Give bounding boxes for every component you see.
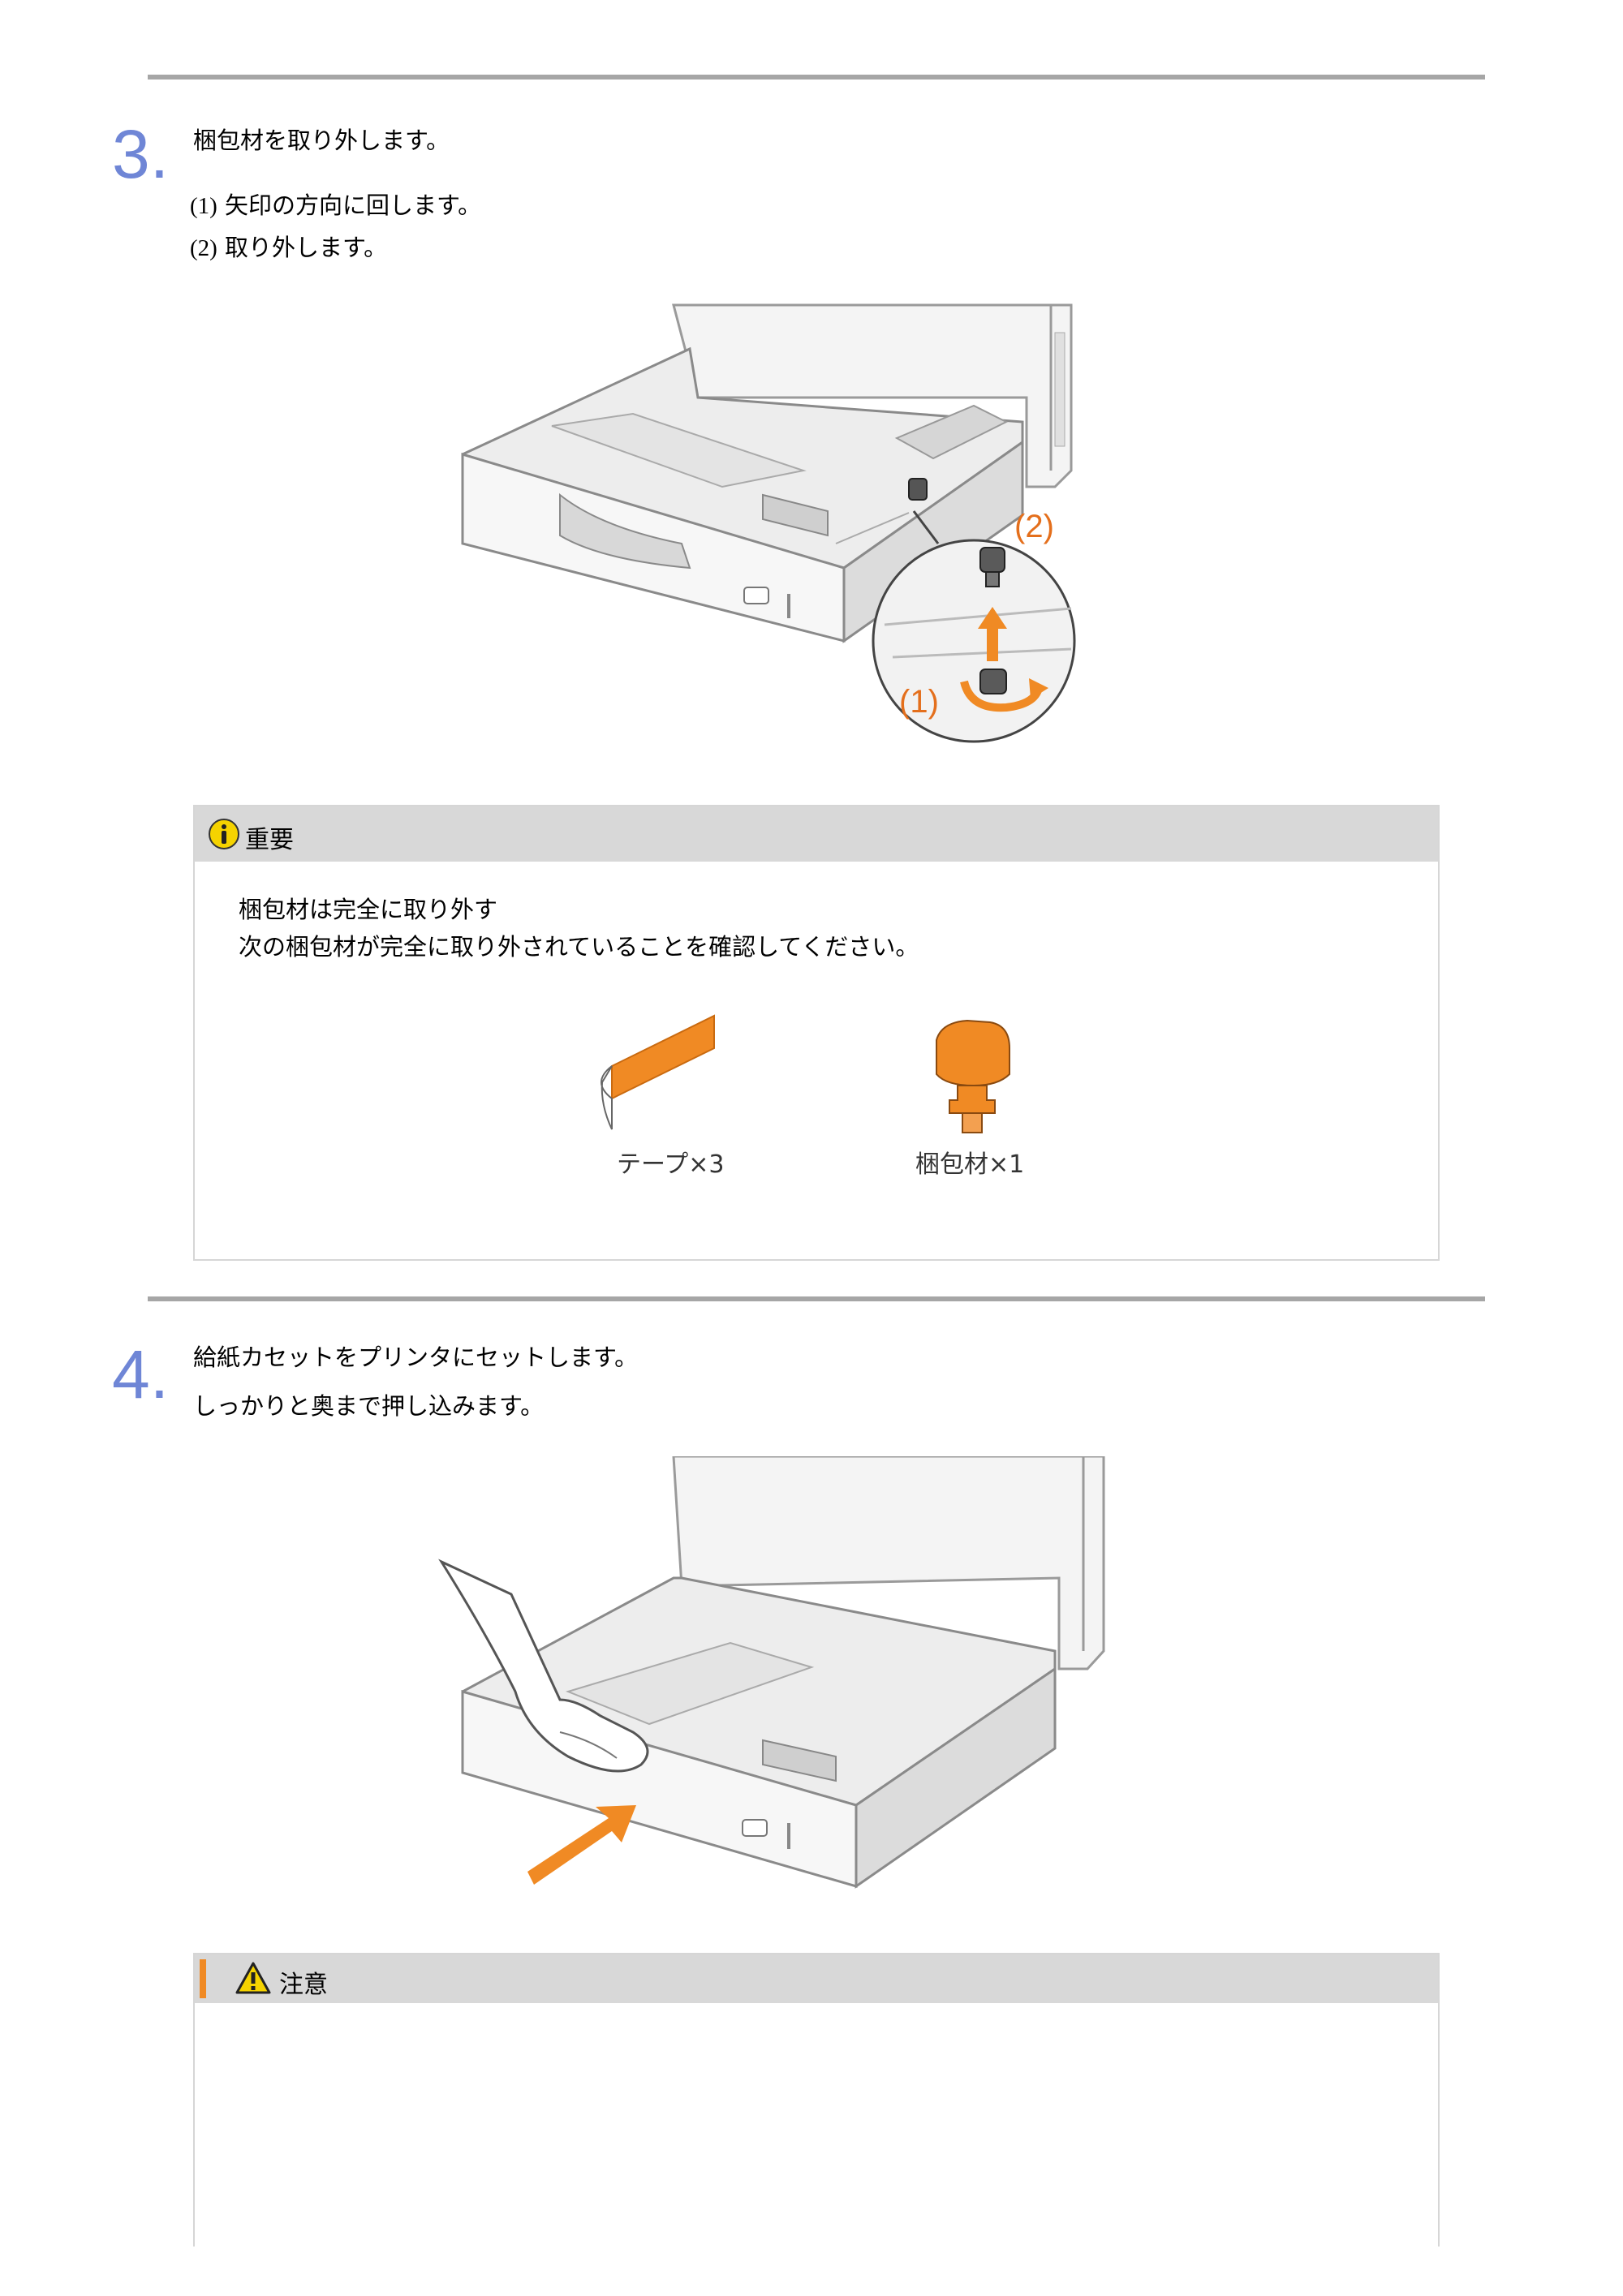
step-number: 3. [112, 116, 170, 192]
important-header: 重要 [195, 806, 1438, 862]
callout-2: (2) [1014, 509, 1054, 544]
caution-notice: 注意 [193, 1953, 1440, 2247]
caution-label: 注意 [279, 1971, 328, 1999]
step-title: 給紙カセットをプリンタにセットします。 [193, 1344, 639, 1371]
caution-accent-bar [200, 1959, 206, 1998]
substep-number: (1) [190, 193, 217, 219]
section-divider [148, 75, 1485, 80]
tape-caption: テープ×3 [617, 1150, 725, 1179]
important-heading: 梱包材は完全に取り外す [239, 896, 498, 923]
cassette-packing-figure: (2) (1) [461, 303, 1076, 743]
important-notice: 重要 梱包材は完全に取り外す 次の梱包材が完全に取り外されていることを確認してく… [193, 805, 1440, 1261]
insert-cassette-figure [438, 1456, 1105, 1889]
warning-icon [235, 1962, 271, 1994]
step-title: 梱包材を取り外します。 [193, 127, 450, 154]
packing-material-caption: 梱包材×1 [915, 1150, 1025, 1179]
substep-number: (2) [190, 235, 217, 261]
substep-text: 矢印の方向に回します。 [225, 191, 482, 219]
section-divider [148, 1296, 1485, 1301]
tape-icon [601, 1014, 715, 1130]
info-icon [209, 819, 239, 849]
important-label: 重要 [245, 826, 294, 854]
important-body: 次の梱包材が完全に取り外されていることを確認してください。 [239, 933, 919, 961]
step-subtitle: しっかりと奥まで押し込みます。 [193, 1392, 545, 1420]
step-number: 4. [112, 1336, 170, 1412]
substep-2: (2) 取り外します。 [190, 229, 387, 263]
caution-header: 注意 [195, 1954, 1438, 2003]
callout-1: (1) [899, 684, 939, 720]
substep-text: 取り外します。 [225, 234, 388, 261]
substep-1: (1) 矢印の方向に回します。 [190, 187, 481, 221]
packing-material-icon [936, 1019, 1010, 1133]
